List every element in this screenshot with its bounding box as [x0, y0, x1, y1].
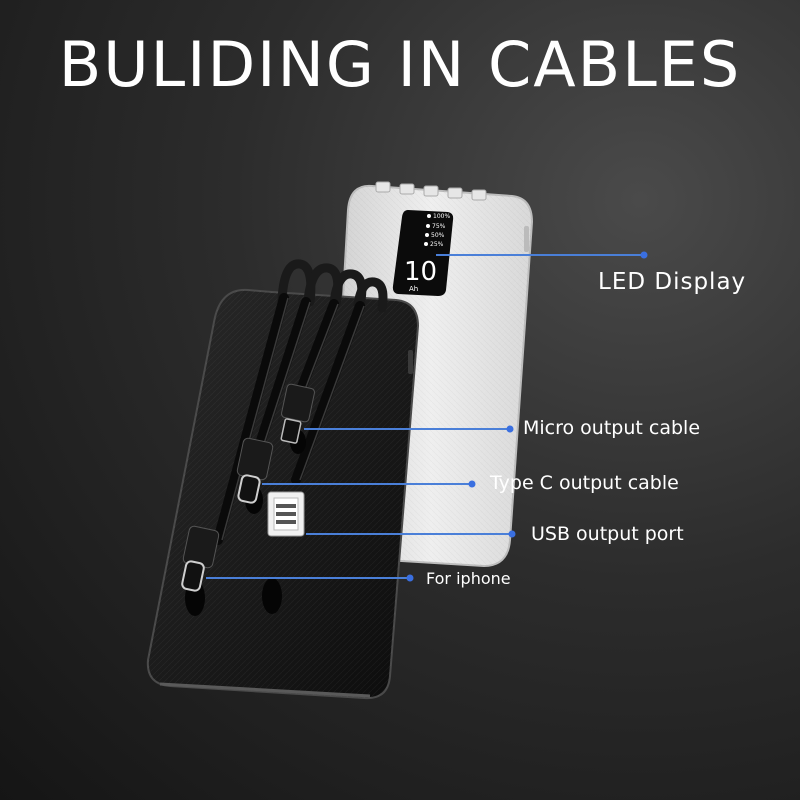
screen-level-100: 100% — [433, 213, 450, 220]
screen-capacity: 10 — [404, 257, 437, 287]
callout-for-iphone: For iphone — [426, 569, 511, 588]
micro-connector — [280, 383, 315, 444]
screen-level-25: 25% — [430, 241, 444, 248]
iphone-connector — [181, 525, 220, 592]
callout-lines — [206, 254, 644, 579]
page-title: BULIDING IN CABLES — [58, 28, 742, 101]
usb-connector — [267, 491, 305, 537]
type-c-connector — [236, 437, 274, 504]
flat-cables — [213, 293, 365, 545]
screen-unit: Ah — [409, 285, 418, 293]
cable-loops — [277, 259, 388, 313]
screen-level-50: 50% — [431, 232, 445, 239]
callout-micro-output: Micro output cable — [523, 417, 701, 439]
led-display-screen: 100% 75% 50% 25% 10 Ah — [392, 210, 454, 296]
callout-type-c-output: Type C output cable — [490, 472, 679, 494]
callout-dots — [406, 251, 648, 582]
callout-led-display: LED Display — [598, 269, 747, 295]
screen-level-75: 75% — [432, 223, 446, 230]
callout-usb-output: USB output port — [531, 523, 684, 545]
